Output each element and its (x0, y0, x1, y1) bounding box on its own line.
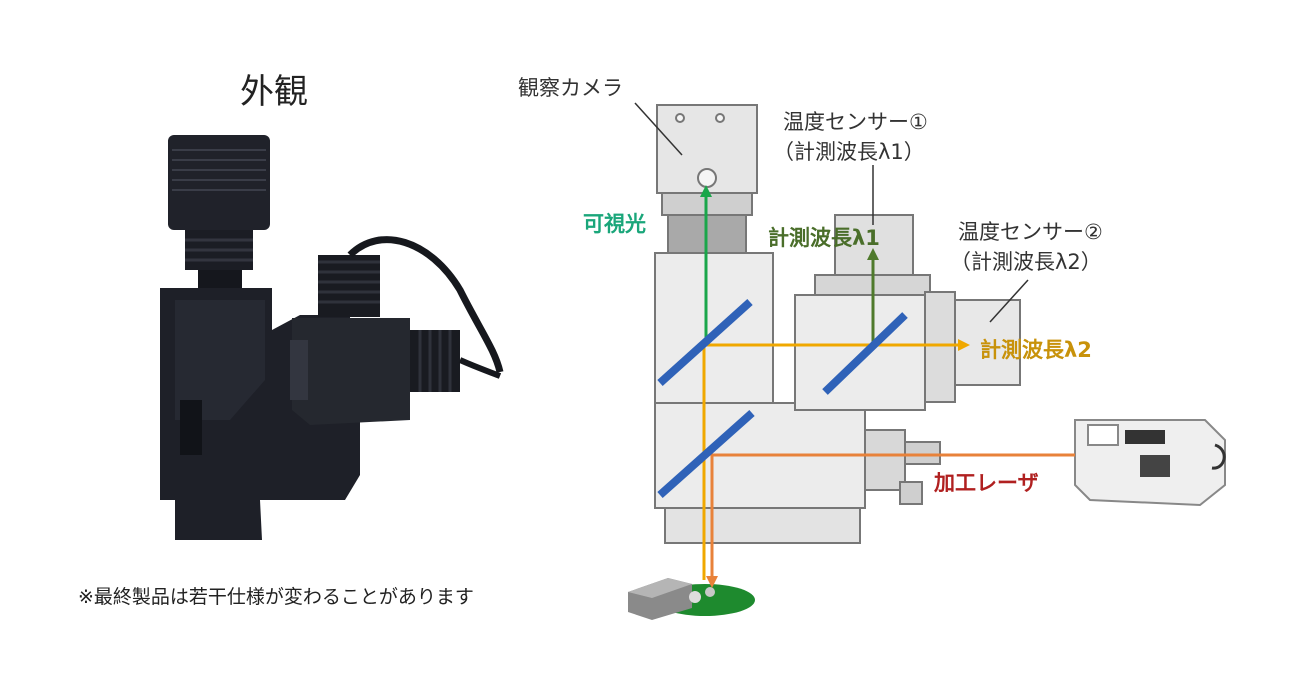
lambda1-label: 計測波長λ1 (768, 226, 880, 250)
visible-arrow (700, 185, 712, 197)
footnote: ※最終製品は若干仕様が変わることがあります (78, 586, 474, 608)
lambda2-label: 計測波長λ2 (980, 338, 1092, 362)
sensor2-name-label: 温度センサー② (958, 220, 1103, 244)
sensor2-wavelength-label: （計測波長λ2） (950, 250, 1102, 274)
camera-callout (634, 102, 683, 156)
device-photo (160, 135, 504, 540)
optical-head-diagram (654, 104, 1021, 544)
workpiece (628, 578, 755, 620)
lambda2-arrow (958, 339, 970, 351)
laser-beam (710, 453, 1075, 578)
mirror-sensor (822, 312, 908, 395)
photo-title: 外観 (240, 72, 308, 112)
processing-laser-label: 加工レーザ (934, 471, 1039, 495)
sensor2-callout (989, 279, 1029, 323)
visible-light-label: 可視光 (583, 212, 646, 236)
laser-power-supply (1074, 419, 1226, 507)
sensor1-wavelength-label: （計測波長λ1） (773, 140, 925, 164)
mirror-lower (657, 410, 755, 498)
mirror-upper (657, 299, 753, 386)
sensor1-name-label: 温度センサー① (783, 110, 928, 134)
lambda1-arrow (867, 248, 879, 260)
laser-arrow (706, 576, 718, 588)
camera-label: 観察カメラ (518, 76, 623, 100)
